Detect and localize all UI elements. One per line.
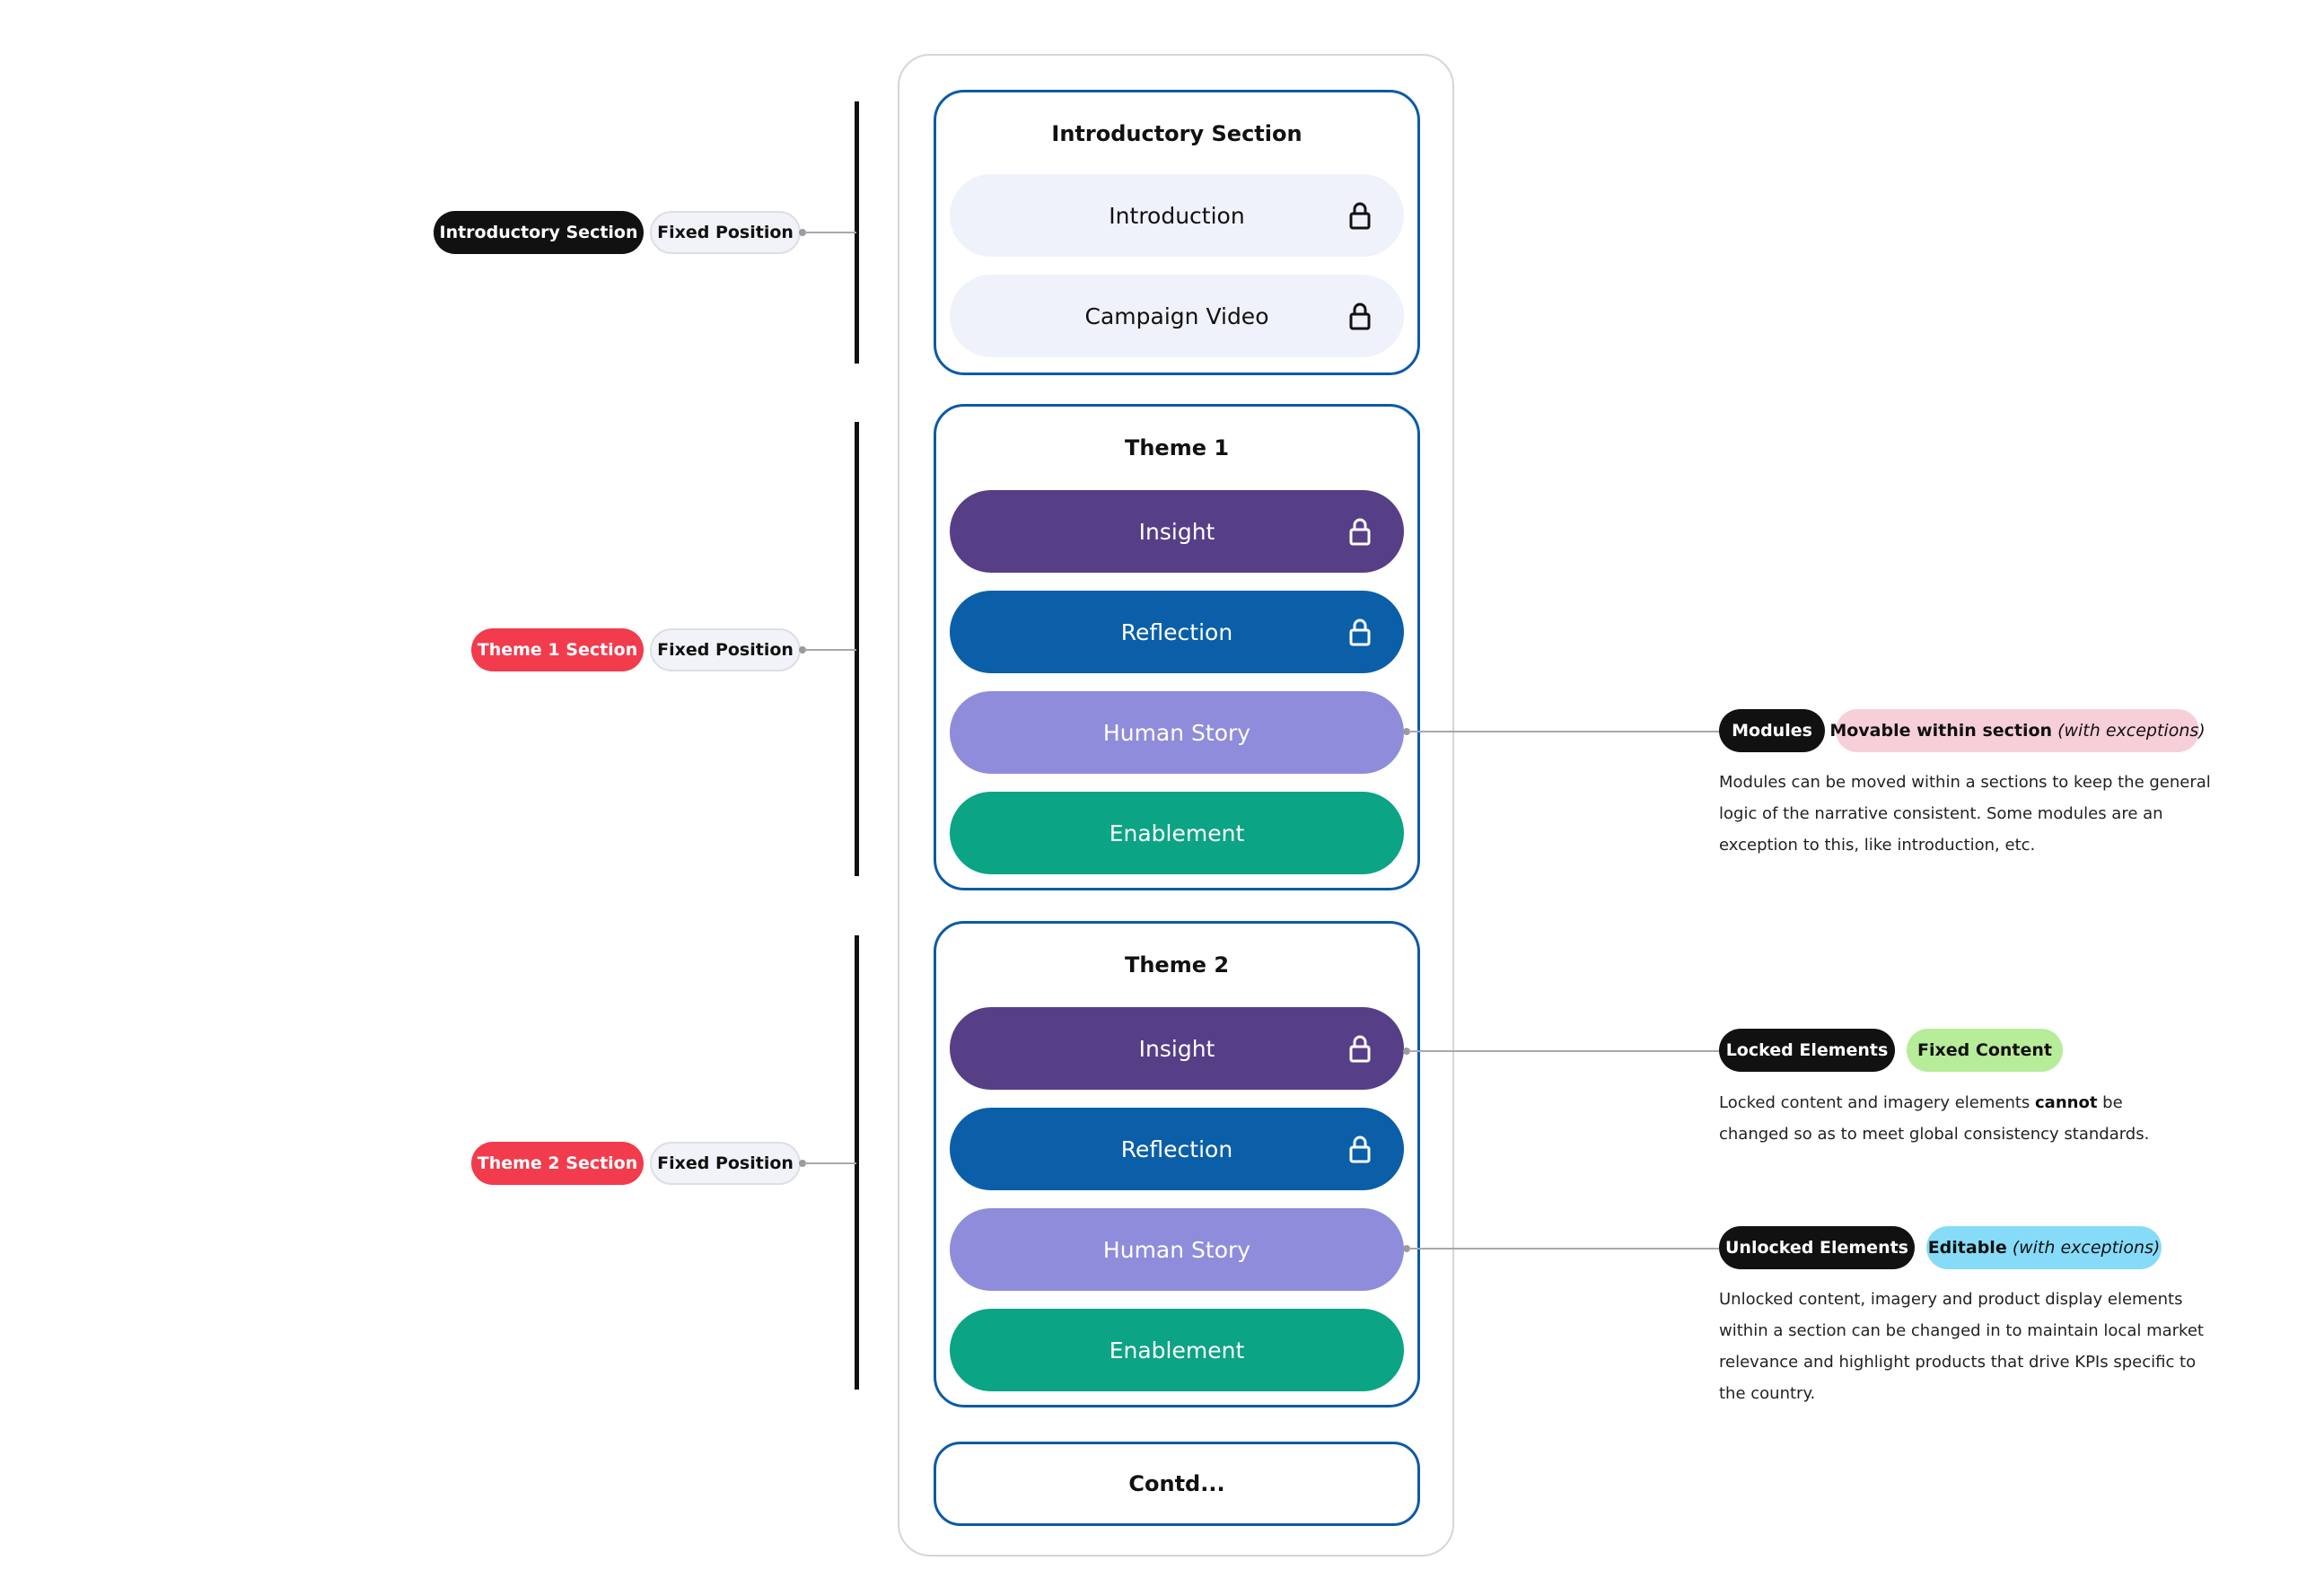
theme1-bracket — [855, 422, 859, 876]
editable-badge-label: Editable — [1927, 1238, 2007, 1258]
modules-tag: Modules — [1719, 709, 1825, 752]
intro-section-title: Introductory Section — [1051, 121, 1302, 146]
connector-dot — [799, 646, 806, 653]
locked-desc-bold: cannot — [2035, 1093, 2098, 1112]
module-reflection[interactable]: Reflection — [950, 591, 1404, 673]
lock-icon — [1349, 1035, 1371, 1063]
connector-dot — [1403, 1245, 1410, 1252]
narrative-container — [898, 54, 1454, 1557]
module-enablement[interactable]: Enablement — [950, 792, 1404, 874]
connector-dot — [1403, 1048, 1410, 1055]
module-label: Reflection — [1120, 1136, 1233, 1162]
module-reflection[interactable]: Reflection — [950, 1108, 1404, 1190]
connector-dot — [1403, 728, 1410, 735]
unlocked-description: Unlocked content, imagery and product di… — [1719, 1290, 2204, 1403]
movable-badge-note: (with exceptions) — [2057, 721, 2206, 741]
locked-desc-post: be changed so as to meet global consiste… — [1719, 1093, 2150, 1144]
movable-badge: Movable within section(with exceptions) — [1829, 709, 2206, 752]
module-label: Introduction — [1109, 202, 1245, 229]
module-label: Enablement — [1109, 1337, 1245, 1364]
module-insight[interactable]: Insight — [950, 1007, 1404, 1090]
module-human-story[interactable]: Human Story — [950, 1208, 1404, 1291]
fixed-content-badge: Fixed Content — [1907, 1029, 2063, 1072]
editable-badge: Editable(with exceptions) — [1926, 1226, 2162, 1269]
fixed-position-tag: Fixed Position — [650, 628, 801, 671]
locked-connector-line — [1408, 1050, 1719, 1052]
theme2-bracket — [855, 935, 859, 1390]
unlocked-connector-line — [1408, 1248, 1719, 1250]
module-label: Campaign Video — [1084, 303, 1269, 329]
lock-icon — [1349, 1136, 1371, 1163]
intro-section-tag: Introductory Section — [434, 211, 644, 254]
fixed-position-tag: Fixed Position — [650, 211, 801, 254]
module-label: Human Story — [1102, 1236, 1251, 1263]
module-label: Reflection — [1120, 618, 1233, 645]
connector-line — [804, 649, 856, 651]
lock-icon — [1349, 518, 1371, 546]
lock-icon — [1349, 303, 1371, 330]
contd-box: Contd... — [934, 1442, 1420, 1526]
module-campaign-video[interactable]: Campaign Video — [950, 275, 1404, 357]
editable-badge-note: (with exceptions) — [2012, 1238, 2161, 1258]
intro-bracket — [855, 101, 859, 364]
module-label: Human Story — [1102, 719, 1251, 746]
theme2-section-title: Theme 2 — [1124, 952, 1230, 978]
connector-dot — [799, 229, 806, 236]
movable-badge-label: Movable within section — [1829, 721, 2053, 741]
fixed-position-tag: Fixed Position — [650, 1142, 801, 1185]
locked-description: Locked content and imagery elements cann… — [1719, 1087, 2186, 1150]
theme1-section-tag: Theme 1 Section — [471, 628, 644, 671]
modules-description: Modules can be moved within a sections t… — [1719, 773, 2211, 855]
theme2-section-tag: Theme 2 Section — [471, 1142, 644, 1185]
locked-desc-pre: Locked content and imagery elements — [1719, 1093, 2036, 1112]
module-label: Enablement — [1109, 820, 1245, 846]
contd-label: Contd... — [1128, 1471, 1225, 1496]
module-enablement[interactable]: Enablement — [950, 1309, 1404, 1391]
locked-elements-tag: Locked Elements — [1719, 1029, 1895, 1072]
connector-dot — [799, 1160, 806, 1167]
theme1-section-title: Theme 1 — [1124, 435, 1230, 460]
module-label: Insight — [1138, 1035, 1215, 1062]
lock-icon — [1349, 202, 1371, 230]
module-label: Insight — [1138, 518, 1215, 545]
connector-line — [804, 232, 856, 233]
unlocked-elements-tag: Unlocked Elements — [1719, 1226, 1915, 1269]
lock-icon — [1349, 618, 1371, 646]
modules-connector-line — [1408, 731, 1719, 732]
connector-line — [804, 1162, 856, 1164]
module-insight[interactable]: Insight — [950, 490, 1404, 573]
module-introduction[interactable]: Introduction — [950, 174, 1404, 257]
module-human-story[interactable]: Human Story — [950, 691, 1404, 774]
